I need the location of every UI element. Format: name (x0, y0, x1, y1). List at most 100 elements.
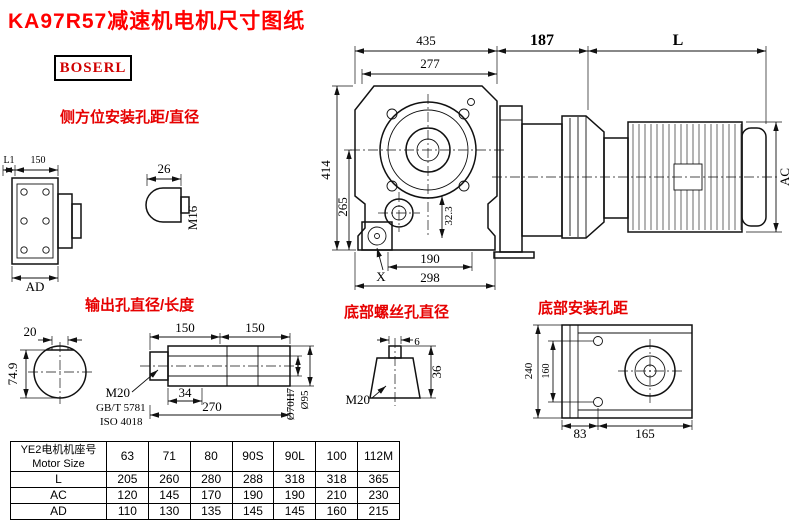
dim-240-label: 240 (523, 362, 535, 379)
label-bottom-screw: 底部螺丝孔直径 (344, 303, 449, 321)
cell: 145 (147, 487, 191, 504)
dim-32-3: 32.3 (439, 196, 455, 238)
dim-M20-shaft-label: M20 (105, 385, 130, 400)
cell: 288 (231, 471, 275, 488)
dim-26: 26 (146, 161, 182, 186)
table-row-AD: AD 110 130 135 145 145 160 215 (10, 503, 400, 520)
dim-414: 414 (318, 85, 356, 251)
dim-70H7-label: Ø70H7 (285, 387, 297, 420)
dim-36-label: 36 (429, 365, 444, 379)
dim-X: X (376, 247, 386, 284)
cell: 260 (147, 471, 191, 488)
dim-435: 435 (354, 33, 498, 84)
dim-277-label: 277 (420, 56, 440, 71)
label-bottom-mount: 底部安装孔距 (538, 299, 628, 317)
dim-L-label: L (673, 32, 684, 49)
cell: 145 (231, 503, 275, 520)
output-bore-view (28, 342, 92, 404)
gearbox-front-view (350, 85, 505, 251)
cell: 160 (315, 503, 359, 520)
dim-20-label: 20 (24, 324, 37, 339)
dim-74-9-label: 74.9 (5, 363, 20, 386)
dim-L: L (588, 32, 767, 124)
dim-83-165: 83 165 (561, 408, 693, 441)
dim-165-label: 165 (635, 426, 655, 441)
row-label: L (10, 471, 107, 488)
table-header-motor-size: YE2电机机座号 Motor Size (10, 441, 107, 472)
cell: 318 (315, 471, 359, 488)
dim-AD: AD (11, 266, 59, 294)
cell: 280 (189, 471, 233, 488)
dim-265-label: 265 (335, 197, 350, 217)
table-header-size: 71 (147, 441, 191, 472)
standard-iso-label: ISO 4018 (100, 416, 143, 428)
dim-435-label: 435 (416, 33, 436, 48)
dim-270-label: 270 (202, 399, 222, 414)
callout-M20-screw: M20 (345, 385, 387, 407)
label-side-mount: 侧方位安装孔距/直径 (60, 108, 199, 126)
dim-L1-150: L1 150 (2, 155, 59, 176)
dim-34-label: 34 (179, 385, 193, 400)
cell: 135 (189, 503, 233, 520)
bottom-mounting-view (561, 324, 693, 419)
dim-AD-label: AD (26, 279, 45, 294)
dim-74-9: 74.9 (5, 349, 60, 399)
table-header-row: YE2电机机座号 Motor Size 63 71 80 90S 90L 100… (10, 441, 400, 472)
dim-6: 6 (377, 336, 420, 348)
dim-M16-label: M16 (185, 205, 200, 230)
table-row-L: L 205 260 280 288 318 318 365 (10, 471, 400, 488)
dim-AC-label: AC (777, 168, 792, 186)
cell: 318 (273, 471, 317, 488)
dim-32-3-label: 32.3 (443, 206, 455, 226)
cell: 110 (106, 503, 149, 520)
table-header-size: 112M (357, 441, 400, 472)
dim-36: 36 (402, 345, 444, 399)
brand-logo-text: BOSERL (59, 59, 127, 76)
table-header-en: Motor Size (32, 457, 85, 470)
dim-277: 277 (361, 56, 497, 84)
table-header-size: 100 (315, 441, 359, 472)
cell: 210 (315, 487, 359, 504)
cell: 205 (106, 471, 149, 488)
dim-298-label: 298 (420, 270, 440, 285)
dim-150-150: 150 150 (149, 320, 291, 350)
cell: 130 (147, 503, 191, 520)
gearbox-motor-side-view (492, 105, 780, 259)
output-shaft-section (140, 345, 300, 387)
dim-298: 298 (354, 252, 496, 290)
cell: 215 (357, 503, 400, 520)
motor-size-table: YE2电机机座号 Motor Size 63 71 80 90S 90L 100… (10, 441, 400, 520)
dim-6-label: 6 (414, 336, 420, 348)
table-header-cn: YE2电机机座号 (20, 443, 97, 456)
dim-X-label: X (376, 269, 386, 284)
table-header-size: 90S (231, 441, 275, 472)
dim-M20-screw-label: M20 (345, 392, 370, 407)
dim-150a-label: 150 (175, 320, 195, 335)
shaft-end-detail (145, 187, 190, 223)
cell: 365 (357, 471, 400, 488)
brand-logo: BOSERL (54, 55, 132, 81)
dim-AC: AC (746, 121, 792, 233)
table-header-size: 63 (106, 441, 149, 472)
cell: 170 (189, 487, 233, 504)
dim-34: 34 (167, 385, 203, 405)
dim-414-label: 414 (318, 160, 333, 180)
cell: 145 (273, 503, 317, 520)
side-mounting-view (11, 177, 82, 265)
dim-270: 270 (149, 390, 291, 419)
bolt-holes (386, 98, 475, 192)
dim-150-side-label: 150 (31, 155, 46, 166)
table-header-size: 80 (189, 441, 233, 472)
dim-95-label: Ø95 (299, 390, 311, 409)
table-row-AC: AC 120 145 170 190 190 210 230 (10, 487, 400, 504)
dim-190: 190 (387, 251, 473, 271)
dim-26-label: 26 (158, 161, 172, 176)
dim-160-label: 160 (541, 364, 552, 379)
callout-M20-shaft: M20 GB/T 5781 ISO 4018 (96, 369, 159, 428)
dim-83-label: 83 (574, 426, 587, 441)
dim-265: 265 (335, 149, 352, 250)
cell: 120 (106, 487, 149, 504)
standard-gbt-label: GB/T 5781 (96, 402, 146, 414)
dim-20: 20 (24, 324, 82, 345)
